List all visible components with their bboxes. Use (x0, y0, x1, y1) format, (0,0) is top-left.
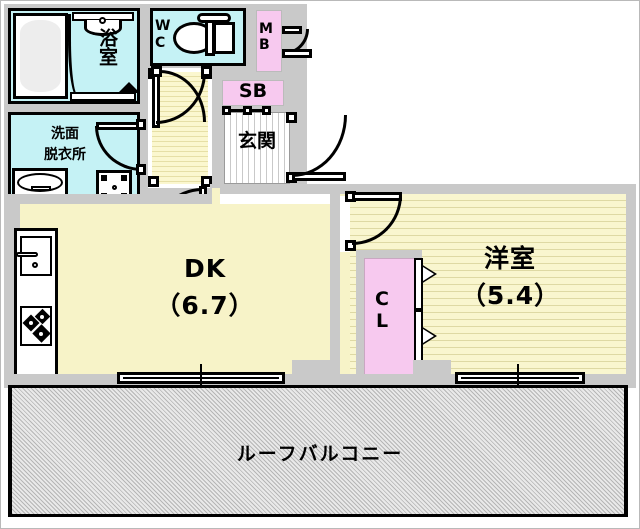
dk-window-centerline (200, 364, 202, 392)
closet-side-wall (356, 250, 364, 380)
corridor-jamb-br (201, 176, 212, 187)
kitchen-sink (16, 236, 52, 276)
wash-basin (12, 168, 68, 197)
closet-door-upper[interactable] (414, 258, 423, 310)
wall-dk-right (330, 184, 340, 380)
dk-corridor-link (212, 188, 220, 204)
bath-threshold (70, 92, 136, 101)
western-window-centerline (517, 364, 519, 392)
room-label-wc-2: C (155, 35, 166, 51)
sb-jamb-left (222, 106, 231, 115)
sb-rail-left (231, 109, 245, 112)
room-mb (256, 10, 282, 72)
closet-interior (364, 258, 416, 376)
western-door-opening (340, 196, 350, 252)
western-door-jamb-bottom (345, 240, 356, 251)
bath-faucet-icon (99, 17, 106, 24)
wall-hall-bottom (210, 184, 340, 194)
corridor-jamb-bl (148, 176, 159, 187)
wall-western-top (340, 184, 636, 194)
room-label-closet-2: L (375, 310, 389, 332)
room-balcony (12, 388, 624, 514)
bathtub (13, 13, 68, 99)
mb-door-panel[interactable] (282, 49, 312, 58)
room-label-mb-1: M (259, 21, 273, 37)
room-genkan (224, 112, 290, 184)
room-label-washroom-2: 脱衣所 (44, 147, 86, 163)
room-label-closet-1: C (375, 288, 389, 310)
room-label-western-name: 洋室 (483, 244, 536, 273)
closet-door-arrow-upper-inner (423, 267, 434, 281)
toilet-lid (197, 13, 231, 23)
room-label-dk-area: （6.7） (155, 291, 255, 320)
kitchen-stove (20, 306, 52, 346)
western-door-recess (340, 194, 350, 380)
washroom-door-jamb-top (136, 119, 146, 130)
room-label-bath: 浴室 (95, 28, 118, 66)
room-label-wc-1: W (155, 18, 171, 34)
room-label-balcony: ルーフバルコニー (236, 443, 404, 465)
wc-door-jamb-right (201, 66, 212, 77)
room-sb (222, 80, 284, 106)
closet-door-arrow-lower-inner (423, 329, 434, 343)
sb-rail-right (252, 109, 264, 112)
room-label-genkan: 玄関 (237, 130, 276, 152)
closet-header (358, 250, 422, 258)
wall-western-right (626, 184, 636, 380)
toilet-cistern (213, 22, 235, 54)
bath-basin (84, 20, 122, 36)
western-balcony-window[interactable] (455, 372, 585, 384)
room-label-western-area: （5.4） (460, 281, 561, 310)
room-label-mb-2: B (259, 37, 270, 53)
room-dk (20, 204, 330, 380)
washroom-door-jamb-bottom (136, 164, 146, 175)
room-label-sb: SB (238, 80, 268, 102)
wall-dk-top (4, 194, 220, 204)
room-label-dk-name: DK (183, 254, 227, 283)
room-label-washroom-1: 洗面 (51, 126, 79, 142)
bath-step-icon (118, 82, 140, 93)
